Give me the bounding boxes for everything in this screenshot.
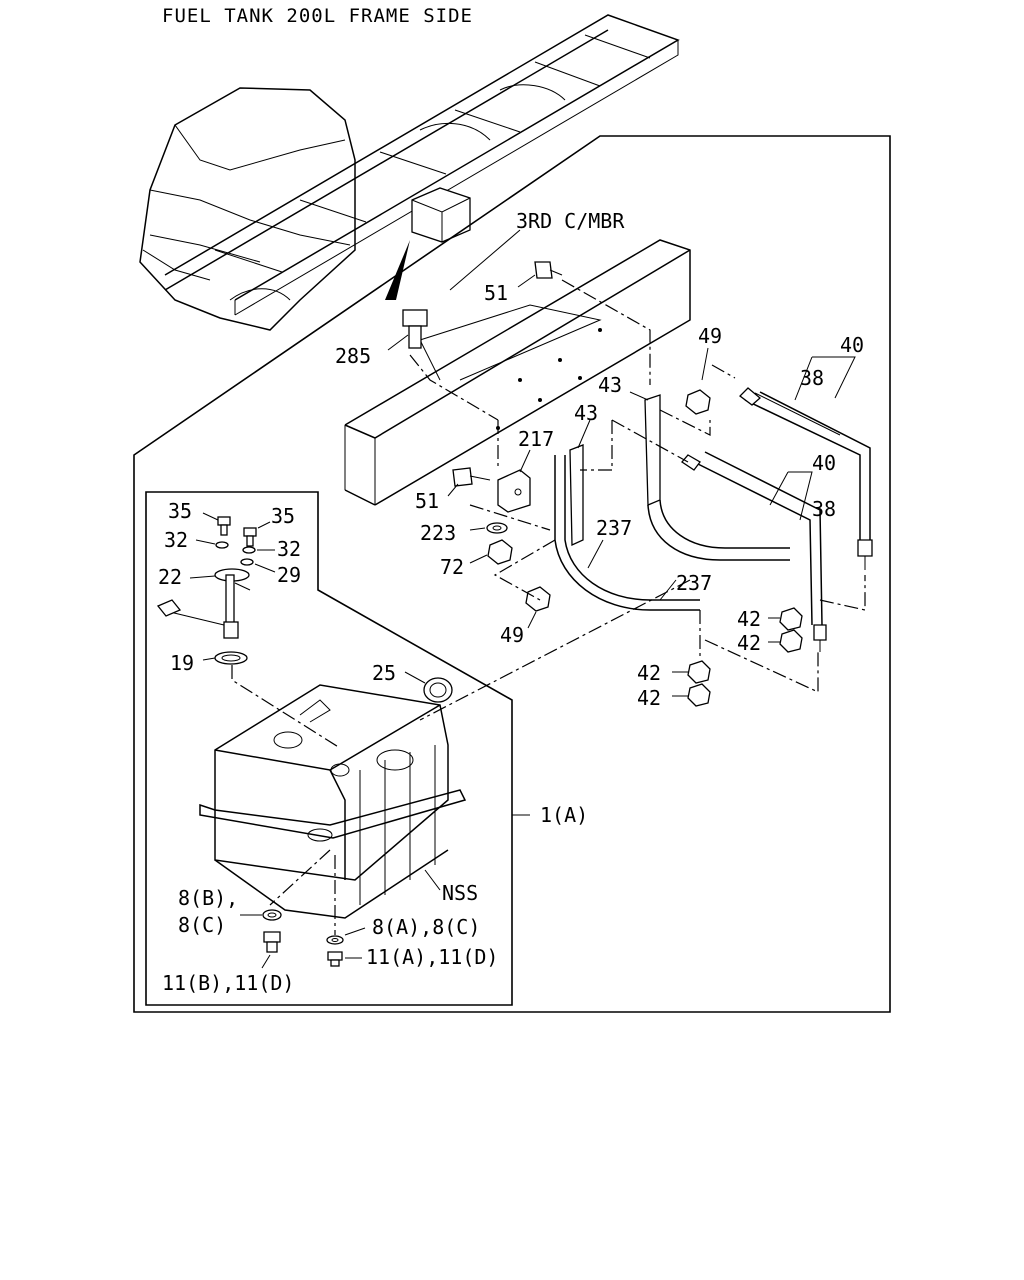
callout-42-b: 42 [737,631,761,655]
drain-plug-11a-11d [327,951,343,967]
frame-rail-3rd-cross-member [344,239,691,506]
callout-217: 217 [518,427,554,451]
gasket-19 [214,651,248,665]
callout-42-c: 42 [637,661,661,685]
truck-overview [139,14,680,331]
washer-223 [486,522,508,534]
strap-assembly-lower [681,451,827,652]
callout-8a-8c: 8(A),8(C) [372,915,480,939]
callout-42-d: 42 [637,686,661,710]
washer-29 [240,558,254,566]
callout-51-lower: 51 [415,489,439,513]
callout-35-left: 35 [168,499,192,523]
nut-42-c [687,660,711,684]
callout-22: 22 [158,565,182,589]
callout-51-top: 51 [484,281,508,305]
strap-assembly-upper [739,387,873,570]
bolt-51-top [534,261,563,279]
callout-237-upper: 237 [596,516,632,540]
callout-40-lower: 40 [812,451,836,475]
callout-35-right: 35 [271,504,295,528]
nut-42-b [779,629,803,653]
diagram-title: FUEL TANK 200L FRAME SIDE [162,5,473,27]
callout-29: 29 [277,563,301,587]
callout-32-right: 32 [277,537,301,561]
callout-32-left: 32 [164,528,188,552]
member-label: 3RD C/MBR [516,209,625,233]
callout-11b-11d: 11(B),11(D) [162,971,294,995]
alignment-lines [409,279,866,721]
assembly-outer-frame [133,135,891,1013]
drain-plug-11b-11d [263,931,281,953]
callout-8c-line2: 8(C) [178,913,226,937]
washer-32-left [215,541,229,549]
callout-19: 19 [170,651,194,675]
callout-72: 72 [440,555,464,579]
callout-223: 223 [420,521,456,545]
fuel-tank-body [199,665,467,935]
nut-42-d [687,683,711,707]
assembly-label: 1(A) [540,803,588,827]
callout-40-upper: 40 [840,333,864,357]
screw-35-left [217,516,231,536]
callout-25: 25 [372,661,396,685]
callout-49-lower: 49 [500,623,524,647]
callout-42-a: 42 [737,607,761,631]
callout-11a-11d: 11(A),11(D) [366,945,498,969]
washer-8a-8c [326,935,344,945]
washer-8b-8c [262,909,282,921]
nss-label: NSS [442,881,478,905]
callout-49-top: 49 [698,324,722,348]
tank-assembly-box [145,491,513,1006]
bolt-51-lower [452,467,491,487]
nut-72 [487,539,513,565]
screw-35-right [243,527,257,547]
callout-237-lower: 237 [676,571,712,595]
callout-43-rear: 43 [598,373,622,397]
nut-42-a [779,607,803,631]
callout-285: 285 [335,344,371,368]
washer-32-right [242,546,256,554]
bracket-43-rear [644,394,790,561]
bracket-217 [497,469,531,513]
callout-38-upper: 38 [800,366,824,390]
callout-38-lower: 38 [812,497,836,521]
nut-49-top [685,389,711,415]
bolt-285 [402,309,428,349]
callout-8b-line1: 8(B), [178,886,238,910]
callout-43-front: 43 [574,401,598,425]
filler-cap-25 [423,677,453,703]
bracket-43-front [554,444,700,611]
fuel-sender-unit-22 [156,568,251,639]
